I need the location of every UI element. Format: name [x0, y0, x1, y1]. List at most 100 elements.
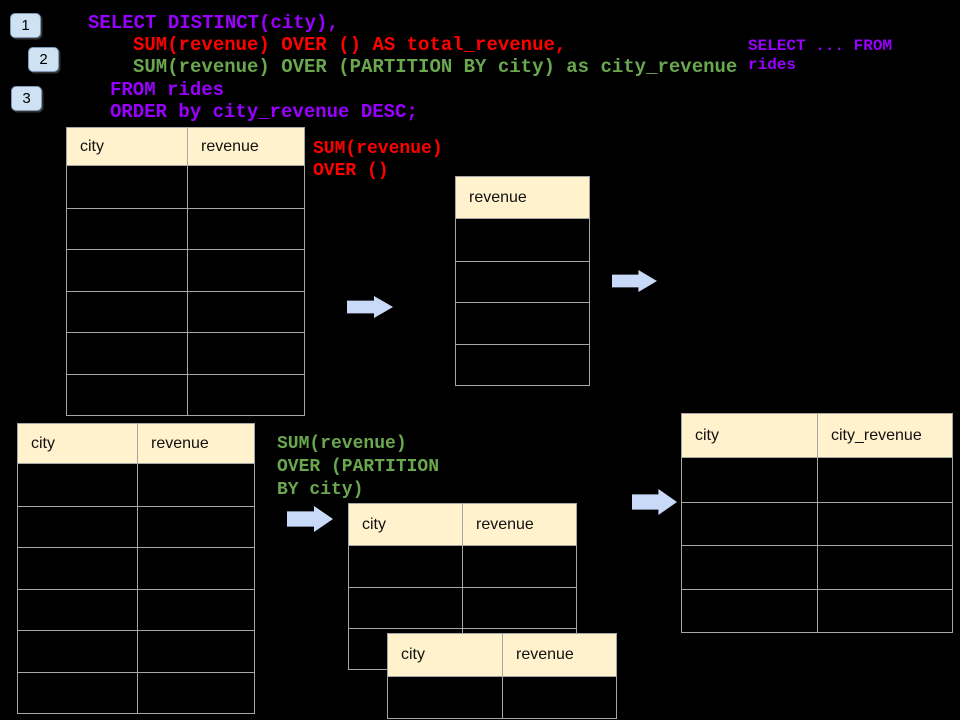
table-header-row: city revenue [18, 424, 254, 464]
table-cell [18, 464, 138, 506]
table-cell [188, 250, 304, 291]
table-row [18, 588, 254, 631]
table-cell [456, 262, 589, 303]
table-cell [349, 546, 463, 587]
table-cell [456, 345, 589, 386]
query-note-line-1: SELECT ... FROM [748, 37, 893, 55]
column-header-city: city [349, 504, 463, 545]
table-cell [388, 677, 503, 718]
step-badge-label: 3 [22, 90, 31, 107]
table-row [67, 207, 304, 250]
table-cell [138, 590, 254, 631]
table-cell [682, 589, 818, 632]
partition-table-back: city revenue [348, 503, 577, 670]
column-header-revenue: revenue [476, 515, 534, 533]
table-row [682, 501, 952, 545]
table-cell [138, 464, 254, 506]
table-cell [138, 548, 254, 589]
table-cell [67, 333, 188, 374]
step-badge-3: 3 [11, 86, 42, 111]
table-row [67, 290, 304, 333]
column-header-revenue: revenue [151, 434, 209, 452]
step-badge-1: 1 [10, 13, 41, 38]
table-cell [188, 292, 304, 333]
table-body [388, 677, 616, 718]
sql-line-total-revenue: SUM(revenue) OVER () AS total_revenue, [133, 34, 567, 56]
table-row [18, 464, 254, 506]
table-header-row: city revenue [349, 504, 576, 546]
table-row [67, 373, 304, 416]
table-row [349, 587, 576, 628]
sql-line-select: SELECT DISTINCT(city), [88, 12, 339, 34]
source-table: city revenue [66, 127, 305, 416]
table-header-row: city city_revenue [682, 414, 952, 458]
table-header-row: city revenue [388, 634, 616, 677]
table-row [67, 332, 304, 374]
table-cell [67, 291, 188, 332]
column-header-revenue: revenue [516, 646, 574, 663]
table-cell [682, 458, 818, 502]
table-cell [188, 209, 304, 250]
table-body [67, 166, 304, 415]
table-cell [18, 506, 138, 547]
table-cell [67, 208, 188, 249]
sql-line-order-by: ORDER by city_revenue DESC; [110, 101, 418, 123]
column-header-revenue: revenue [201, 137, 259, 155]
table-row [67, 166, 304, 208]
partition-table-front: city revenue [387, 633, 617, 719]
table-row [388, 677, 616, 718]
table-body [456, 219, 589, 385]
column-header-city-revenue: city_revenue [831, 426, 922, 444]
table-row [456, 260, 589, 303]
table-cell [463, 588, 576, 628]
table-cell [818, 590, 952, 633]
table-body [682, 458, 952, 632]
table-cell [188, 375, 304, 416]
column-header-city: city [18, 424, 138, 463]
table-row [18, 547, 254, 589]
column-header-city: city [388, 634, 503, 676]
table-cell [138, 673, 254, 714]
table-row [682, 588, 952, 633]
table-row [67, 249, 304, 291]
step-badge-2: 2 [28, 47, 59, 72]
table-cell [18, 548, 138, 589]
sql-line-city-revenue: SUM(revenue) OVER (PARTITION BY city) as… [133, 56, 738, 78]
annotation-total-line-1: SUM(revenue) [313, 139, 443, 159]
table-cell [456, 219, 589, 261]
annotation-total-line-2: OVER () [313, 161, 389, 181]
table-row [18, 671, 254, 714]
table-cell [67, 374, 188, 415]
table-row [18, 505, 254, 548]
table-row [456, 343, 589, 386]
table-cell [818, 458, 952, 502]
table-cell [18, 672, 138, 713]
table-cell [67, 250, 188, 291]
table-body [18, 464, 254, 713]
annotation-partition-line-2: OVER (PARTITION [277, 457, 440, 477]
flow-arrow-icon [612, 270, 657, 292]
table-cell [463, 546, 576, 587]
column-header-revenue: revenue [469, 188, 527, 206]
table-row [456, 219, 589, 261]
source-table-2: city revenue [17, 423, 255, 714]
table-row [18, 630, 254, 672]
step-badge-label: 2 [39, 51, 48, 68]
table-cell [456, 303, 589, 344]
result-table: city city_revenue [681, 413, 953, 633]
table-row [456, 302, 589, 344]
table-cell [682, 502, 818, 545]
annotation-partition-line-3: BY city) [277, 480, 364, 500]
table-cell [682, 546, 818, 589]
sql-line-from: FROM rides [110, 79, 225, 101]
table-cell [188, 333, 304, 374]
step-badge-label: 1 [21, 17, 30, 34]
table-cell [349, 588, 463, 628]
table-row [682, 545, 952, 589]
table-cell [18, 589, 138, 630]
table-cell [138, 507, 254, 548]
column-header-city: city [67, 128, 188, 165]
table-cell [138, 631, 254, 672]
table-cell [503, 677, 616, 718]
